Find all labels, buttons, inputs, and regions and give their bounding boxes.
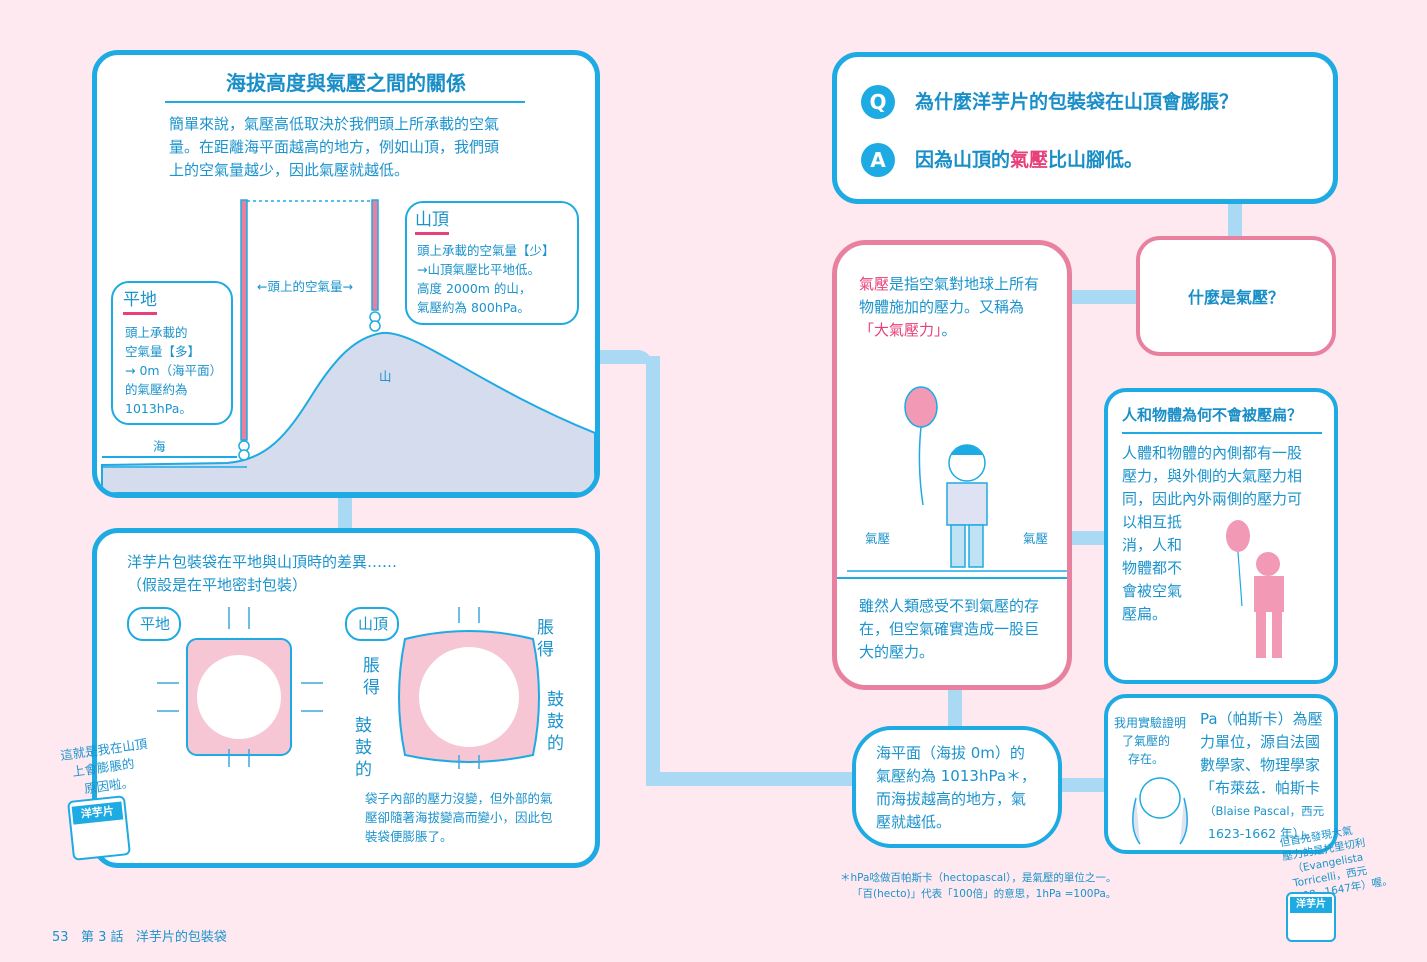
cloud-bottom-line: 在，但空氣確實造成一股巨 [859, 620, 1040, 638]
title-underline [1122, 432, 1322, 434]
intro-line-2: 量。在距離海平面越高的地方，例如山頂，我們頭 [169, 138, 500, 156]
why-not-flattened-box: 人和物體為何不會被壓扁？ 人體和物體的內側都有一股 壓力，與外側的大氣壓力相 同… [1104, 388, 1338, 684]
flat-line: 壓力，與外側的大氣壓力相 [1122, 467, 1303, 485]
flat-line: 同，因此內外兩側的壓力可 [1122, 490, 1303, 508]
flat-line: 以相互抵 [1122, 513, 1183, 531]
chapter-topic: 洋芋片的包裝袋 [135, 930, 227, 945]
connector [1070, 290, 1140, 304]
swell-text: 脹得 [537, 618, 554, 660]
plain-tag: 平地 [127, 607, 181, 641]
chapter-label: 第 3 話 [80, 930, 124, 945]
pascal-line: 數學家、物理學家 [1200, 756, 1321, 774]
bag-note: 袋子內部的壓力沒變，但外部的氣 [365, 791, 553, 806]
mountain-label: 山 [379, 369, 392, 384]
definition-line: 物體施加的壓力。又稱為 [859, 298, 1025, 316]
flat-line: 物體都不 [1122, 559, 1183, 577]
plain-line: → 0m（海平面） [125, 363, 223, 378]
connector [596, 350, 652, 364]
sea-cloud-line: 氣壓約為 1013hPa＊， [876, 767, 1037, 785]
pascal-line: 1623-1662 年）」。 [1208, 826, 1318, 841]
connector [646, 772, 856, 786]
pascal-portrait [1132, 777, 1188, 845]
pascal-speech: 存在。 [1128, 752, 1165, 766]
pascal-box: 我用實驗證明 了氣壓的 存在。 Pa（帕斯卡）為壓 力單位，源自法國 數學家、物… [1104, 694, 1338, 854]
connector [338, 496, 352, 532]
chip-mascot-icon: 洋芋片 [67, 795, 131, 861]
cloud-bottom-line: 大的壓力。 [859, 643, 935, 661]
flat-line: 人體和物體的內側都有一股 [1122, 444, 1303, 462]
footnote-line: ＊hPa唸做百帕斯卡（hectopascal），是氣壓的單位之一。 [840, 872, 1117, 884]
intro-line-1: 簡單來說，氣壓高低取決於我們頭上所承載的空氣 [169, 115, 500, 133]
bag-note: 壓卻隨著海拔變高而變小，因此包 [365, 810, 553, 825]
summit-bubble: 山頂 頭上承載的空氣量【少】 →山頂氣壓比平地低。 高度 2000m 的山， 氣… [405, 201, 579, 325]
summit-line: 頭上承載的空氣量【少】 [417, 243, 555, 258]
flat-line: 壓扁。 [1122, 605, 1168, 623]
plain-bubble: 平地 頭上承載的 空氣量【多】 → 0m（海平面） 的氣壓約為 1013hPa。 [111, 281, 233, 425]
summit-line: 高度 2000m 的山， [417, 281, 532, 296]
answer-badge: A [861, 143, 895, 177]
summit-tag: 山頂 [345, 607, 399, 641]
chip-mascot-icon: 洋芋片 [1286, 892, 1336, 942]
swell-text: 鼓鼓的 [355, 716, 372, 780]
plain-line: 的氣壓約為 [125, 382, 188, 397]
pressure-definition-cloud: 氣壓是指空氣對地球上所有 物體施加的壓力。又稱為 「大氣壓力」。 氣壓 氣壓 雖… [832, 240, 1072, 690]
pressure-label: 氣壓 [1023, 531, 1049, 546]
pascal-line: （Blaise Pascal，西元 [1204, 804, 1325, 818]
definition-line: 「大氣壓力」。 [859, 321, 957, 339]
summit-line: →山頂氣壓比平地低。 [417, 262, 540, 277]
pascal-line: 力單位，源自法國 [1200, 733, 1321, 751]
bag-note: 裝袋便膨脹了。 [365, 829, 453, 844]
divider [837, 577, 1067, 579]
panel-title: 海拔高度與氣壓之間的關係 [226, 71, 466, 95]
flat-line: 會被空氣 [1122, 582, 1183, 600]
intro-line-3: 上的空氣量越少，因此氣壓就越低。 [169, 161, 410, 179]
person-balloon-illustration [847, 386, 1067, 572]
air-amount-label: ←頭上的空氣量→ [257, 279, 353, 294]
pascal-line: Pa（帕斯卡）為壓 [1200, 710, 1323, 728]
connector [948, 688, 962, 728]
cloud-bottom-line: 雖然人類感受不到氣壓的存 [859, 597, 1040, 615]
what-is-pressure-box: 什麼是氣壓？ [1136, 236, 1336, 356]
sea-cloud-line: 海平面（海拔 0m）的 [876, 744, 1025, 762]
plain-line: 頭上承載的 [125, 325, 188, 340]
page-footer: 53 第 3 話 洋芋片的包裝袋 [52, 926, 227, 949]
footnote-line: 「百(hecto)」代表「100倍」的意思，1hPa =100Pa。 [852, 888, 1117, 900]
altitude-pressure-panel: 海拔高度與氣壓之間的關係 簡單來說，氣壓高低取決於我們頭上所承載的空氣 量。在距… [92, 50, 600, 498]
pascal-speech: 了氣壓的 [1122, 734, 1171, 748]
connector [1070, 531, 1106, 545]
connector [646, 356, 660, 786]
plain-line: 1013hPa。 [125, 401, 192, 416]
flat-line: 消，人和 [1122, 536, 1183, 554]
pascal-speech: 我用實驗證明 [1114, 716, 1187, 730]
summit-line: 氣壓約為 800hPa。 [417, 300, 530, 315]
swell-text: 鼓鼓的 [547, 690, 564, 754]
swell-text: 脹得 [363, 656, 380, 698]
bag-heading: 洋芋片包裝袋在平地與山頂時的差異…… [127, 553, 398, 571]
sea-cloud-line: 而海拔越高的地方，氣 [876, 790, 1027, 808]
swollen-bag-icon [398, 607, 540, 769]
question-badge: Q [861, 85, 895, 119]
flat-bag-icon [157, 607, 323, 767]
page-number: 53 [52, 930, 69, 945]
sea-level-cloud: 海平面（海拔 0m）的 氣壓約為 1013hPa＊， 而海拔越高的地方，氣 壓就… [852, 726, 1062, 848]
pressure-label: 氣壓 [865, 531, 891, 546]
summit-title: 山頂 [415, 209, 449, 235]
sea-label: 海 [153, 439, 166, 454]
chip-bag-panel: 洋芋片包裝袋在平地與山頂時的差異…… （假設是在平地密封包裝） 平地 山頂 脹得… [92, 528, 600, 868]
plain-line: 空氣量【多】 [125, 344, 201, 359]
pink-figure-illustration [1226, 520, 1284, 658]
title-underline [165, 101, 525, 103]
bag-subheading: （假設是在平地密封包裝） [127, 576, 308, 594]
mountain-illustration [101, 199, 595, 493]
pascal-line: 「布萊茲．帕斯卡 [1200, 779, 1321, 797]
plain-title: 平地 [123, 289, 157, 315]
sea-cloud-line: 壓就越低。 [876, 813, 952, 831]
definition-line: 氣壓是指空氣對地球上所有 [859, 275, 1040, 293]
flat-title: 人和物體為何不會被壓扁？ [1122, 406, 1303, 424]
connector [1228, 200, 1242, 236]
qa-panel: Q 為什麼洋芋片的包裝袋在山頂會膨脹？ A 因為山頂的氣壓比山腳低。 [832, 52, 1338, 204]
connector [1060, 778, 1110, 792]
question-text: 為什麼洋芋片的包裝袋在山頂會膨脹？ [915, 91, 1239, 113]
answer-text: 因為山頂的氣壓比山腳低。 [915, 149, 1144, 171]
